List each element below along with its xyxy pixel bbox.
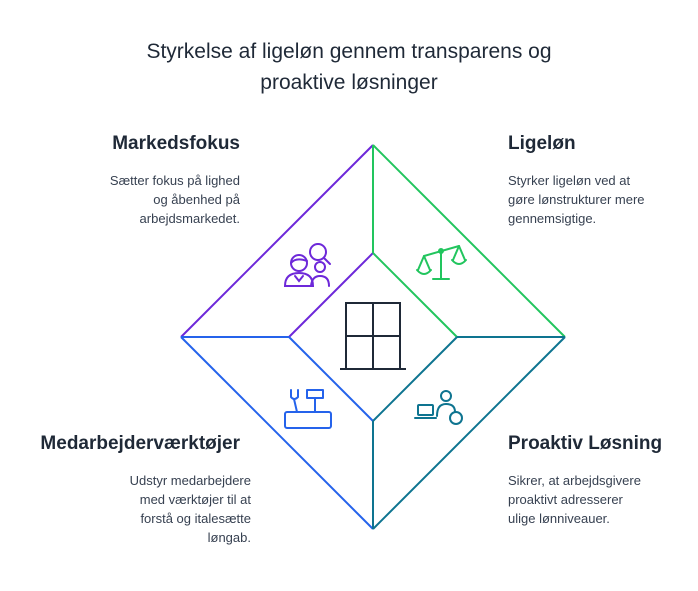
inner-edge-bottom-right (372, 336, 458, 422)
heading-ligeloen: Ligeløn (508, 133, 576, 154)
desc-line: løngab. (207, 530, 251, 545)
desc-line: Sikrer, at arbejdsgivere (508, 473, 641, 488)
desc-medarbejdervaerktoejer: Udstyr medarbejdere med værktøjer til at… (130, 471, 251, 547)
desc-ligeloen: Styrker ligeløn ved at gøre lønstrukture… (508, 171, 645, 228)
desc-line: Udstyr medarbejdere (129, 473, 251, 488)
heading-medarbejdervaerktoejer: Medarbejderværktøjer (40, 433, 240, 454)
desc-line: Sætter fokus på lighed (109, 173, 240, 188)
scales-icon (416, 245, 467, 280)
inner-edge-top-left (288, 252, 374, 338)
desc-line: arbejdsmarkedet. (139, 211, 240, 226)
diagram-title: Styrkelse af ligeløn gennem transparens … (0, 36, 698, 98)
toolbox-icon (284, 389, 332, 429)
desc-line: Styrker ligeløn ved at (508, 173, 631, 188)
heading-markedsfokus: Markedsfokus (112, 133, 240, 154)
desc-line: gennemsigtige. (508, 211, 597, 226)
desc-markedsfokus: Sætter fokus på lighed og åbenhed på arb… (110, 171, 240, 228)
heading-proaktiv-loesning: Proaktiv Løsning (508, 433, 663, 454)
person-laptop-icon (414, 390, 463, 425)
window-icon (340, 302, 406, 370)
desc-line: proaktivt adresserer (508, 492, 623, 507)
desc-line: forstå og italesætte (140, 511, 251, 526)
people-search-icon (283, 243, 331, 287)
edge-top-right (372, 144, 566, 338)
desc-proaktiv-loesning: Sikrer, at arbejdsgivere proaktivt adres… (508, 471, 641, 528)
edge-top-left (180, 144, 374, 338)
desc-line: med værktøjer til at (139, 492, 251, 507)
inner-edge-bottom-left (288, 336, 374, 422)
edge-bottom-left (180, 336, 374, 530)
edge-bottom-right (372, 336, 566, 530)
title-line-2: proaktive løsninger (260, 71, 438, 94)
desc-line: ulige lønniveauer. (508, 511, 610, 526)
desc-line: og åbenhed på (153, 192, 240, 207)
title-line-1: Styrkelse af ligeløn gennem transparens … (146, 40, 552, 63)
desc-line: gøre lønstrukturer mere (508, 192, 645, 207)
inner-edge-top-right (372, 252, 458, 338)
